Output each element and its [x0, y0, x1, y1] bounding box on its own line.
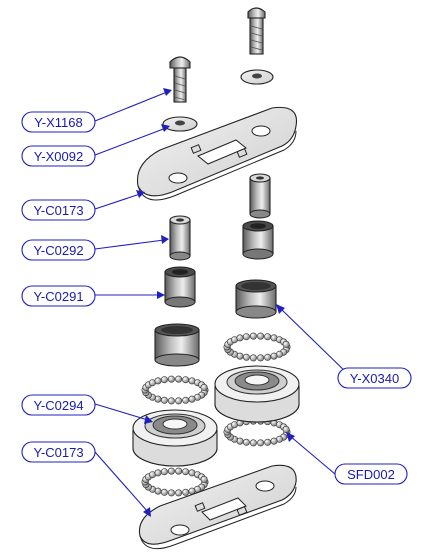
ball: [249, 439, 257, 447]
callout-label: Y-C0291: [33, 289, 83, 304]
ball: [257, 354, 265, 362]
ball: [182, 376, 190, 384]
washer-right: [240, 69, 274, 85]
ball: [175, 397, 183, 405]
ball: [175, 489, 183, 497]
ball: [167, 397, 175, 405]
ball: [282, 425, 290, 433]
callout-label: Y-C0294: [33, 398, 83, 413]
ball-ring: [141, 375, 209, 405]
callout-y-c0292: Y-C0292: [21, 235, 169, 261]
ball: [270, 437, 278, 445]
washer-left: [162, 116, 198, 132]
ball: [257, 332, 265, 340]
callout-label: SFD002: [347, 467, 395, 482]
callout-label: Y-C0292: [33, 243, 83, 258]
ball: [200, 475, 208, 483]
ball: [249, 332, 257, 340]
ball: [264, 333, 272, 341]
bushing-right: [242, 220, 274, 260]
callout-y-c0173-bottom: Y-C0173: [21, 441, 151, 517]
ball: [160, 376, 168, 384]
ball: [182, 396, 190, 404]
callout-sfd002: SFD002: [286, 432, 408, 485]
ball-ring: [223, 332, 291, 362]
ball: [160, 488, 168, 496]
spacer-right: [249, 173, 271, 219]
ball: [175, 467, 183, 475]
ball: [242, 438, 250, 446]
ball: [249, 354, 257, 362]
ball: [264, 353, 272, 361]
lower-plate: [138, 464, 297, 550]
ball: [270, 352, 278, 360]
ball: [188, 395, 196, 403]
ball: [167, 375, 175, 383]
callout-y-x1168: Y-X1168: [21, 88, 172, 133]
ball: [257, 439, 265, 447]
ball: [242, 333, 250, 341]
ball: [264, 438, 272, 446]
callout-y-c0173-top: Y-C0173: [21, 190, 145, 221]
ball: [167, 489, 175, 497]
callout-y-x0092: Y-X0092: [21, 124, 170, 167]
callout-label: Y-X0092: [34, 149, 83, 164]
pulley-bearing-right: [214, 365, 300, 423]
callout-label: Y-C0173: [33, 203, 83, 218]
ball: [242, 353, 250, 361]
sleeve-right: [235, 279, 277, 319]
callout-y-x0340: Y-X0340: [276, 304, 412, 389]
upper-plate: [136, 106, 298, 201]
ball-ring: [141, 467, 209, 497]
ball: [160, 396, 168, 404]
callout-label: Y-C0173: [33, 445, 83, 460]
callout-label: Y-X1168: [34, 115, 82, 130]
ball: [182, 488, 190, 496]
screw-left: [169, 56, 191, 103]
bushing-left: [164, 266, 196, 308]
callout-label: Y-X0340: [350, 371, 399, 386]
ball: [167, 467, 175, 475]
ball: [175, 375, 183, 383]
callout-y-c0291: Y-C0291: [21, 285, 165, 307]
callout-y-c0294: Y-C0294: [21, 394, 153, 424]
screw-right: [247, 7, 266, 55]
sleeve-left: [154, 323, 200, 367]
ball: [282, 340, 290, 348]
ball: [200, 383, 208, 391]
ball: [154, 377, 162, 385]
ball: [160, 468, 168, 476]
pulley-bearing-left: [132, 409, 218, 467]
ball: [154, 469, 162, 477]
ball: [182, 468, 190, 476]
ball: [236, 334, 244, 342]
spacer-left: [169, 215, 191, 261]
